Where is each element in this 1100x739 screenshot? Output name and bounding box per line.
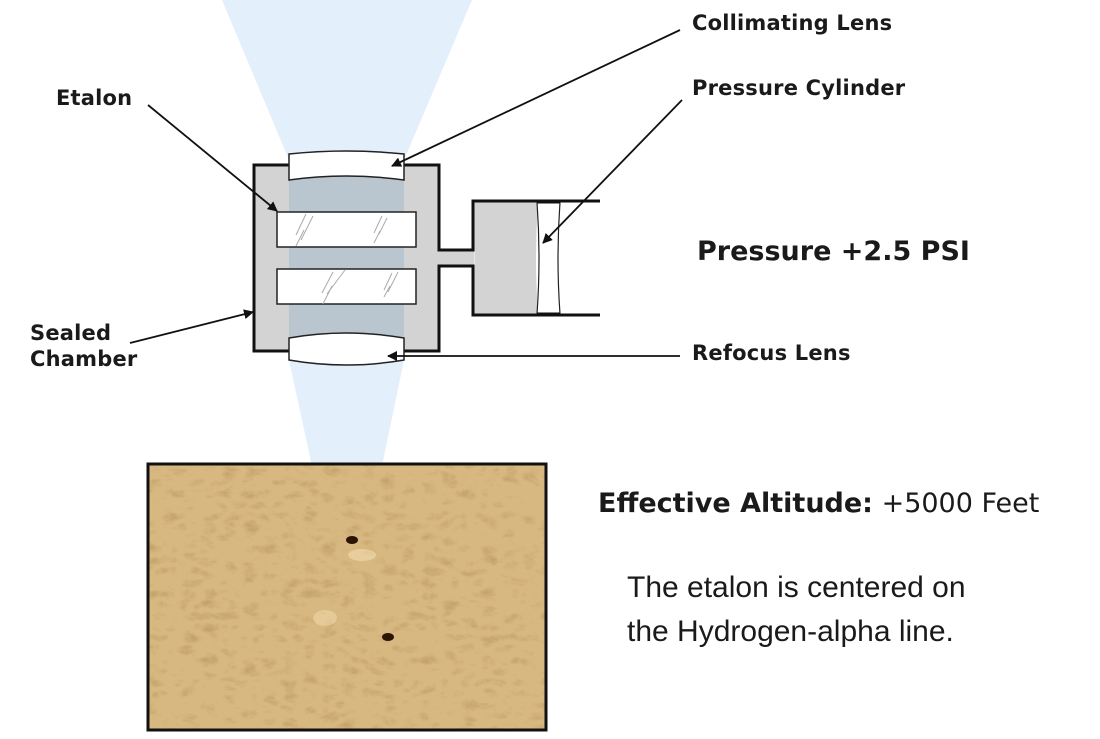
etalon-arrow: [147, 104, 278, 212]
effective-altitude-label: Effective Altitude:: [598, 488, 873, 519]
sealed-chamber-label-line2: Chamber: [30, 347, 138, 371]
refocus-lens: [288, 332, 405, 366]
incoming-light-beam: [222, 0, 472, 160]
solar-h-alpha-image: [146, 462, 548, 732]
etalon-label: Etalon: [56, 86, 133, 110]
etalon-plates: [276, 211, 417, 305]
caption-line1: The etalon is centered on: [627, 571, 966, 604]
refocus-lens-label: Refocus Lens: [692, 341, 851, 365]
piston-lens: [536, 201, 561, 315]
collimating-lens-arrow: [391, 29, 681, 167]
pressure-readout: Pressure +2.5 PSI: [697, 236, 970, 267]
pressure-cylinder-arrow: [542, 99, 683, 244]
outgoing-light-beam: [289, 360, 404, 466]
effective-altitude-value: +5000 Feet: [881, 488, 1040, 519]
connecting-tube: [439, 199, 600, 317]
pressure-cylinder: [474, 202, 538, 314]
collimating-lens-label: Collimating Lens: [692, 11, 893, 35]
caption: The etalon is centered on the Hydrogen-a…: [627, 566, 966, 654]
collimating-lens: [288, 150, 405, 181]
effective-altitude: Effective Altitude: +5000 Feet: [598, 488, 1039, 519]
connecting-tube-fill: [437, 251, 474, 265]
caption-line2: the Hydrogen-alpha line.: [627, 615, 954, 648]
beam-in-chamber: [289, 167, 404, 349]
pressure-cylinder-label: Pressure Cylinder: [692, 76, 906, 100]
sealed-chamber-label-line1: Sealed: [30, 321, 112, 345]
sealed-chamber-arrow: [129, 309, 254, 344]
